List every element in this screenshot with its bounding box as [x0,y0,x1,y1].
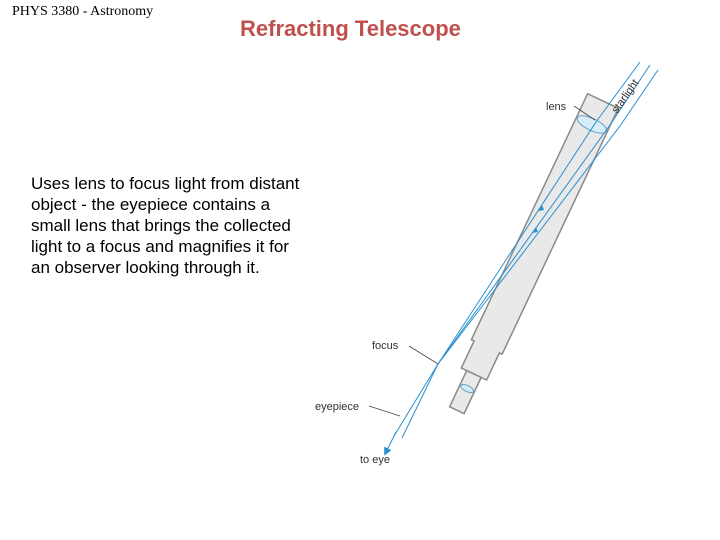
eyepiece-lens [460,383,475,394]
to-eye-label: to eye [360,454,390,466]
starlight-rays [384,61,659,456]
converging-ray [437,125,621,365]
objective-lens [576,115,608,134]
ray-arrowheads [532,205,544,233]
eyepiece-tube [448,369,483,415]
course-label: PHYS 3380 - Astronomy [12,4,154,19]
converging-ray [437,121,597,365]
eyepiece-callout [368,405,401,417]
focus-label: focus [372,340,399,352]
callout-lines [368,105,596,417]
starlight-ray [619,69,659,127]
ray-arrowhead [532,227,538,233]
lens-label: lens [546,101,567,113]
eyepiece-label: eyepiece [315,401,359,413]
ray-arrowhead [538,205,544,211]
starlight-ray [609,64,651,126]
exit-ray [401,363,439,439]
description-text: Uses lens to focus light from distant ob… [31,174,300,277]
lens-callout [573,105,596,121]
to-eye-arrow [384,431,397,456]
tube-body [460,92,620,382]
focus-callout [408,345,439,365]
exit-ray [393,363,439,437]
starlight-ray [595,61,641,123]
converging-ray [437,124,611,365]
slide-title: Refracting Telescope [240,16,461,41]
telescope-tube [448,92,620,415]
